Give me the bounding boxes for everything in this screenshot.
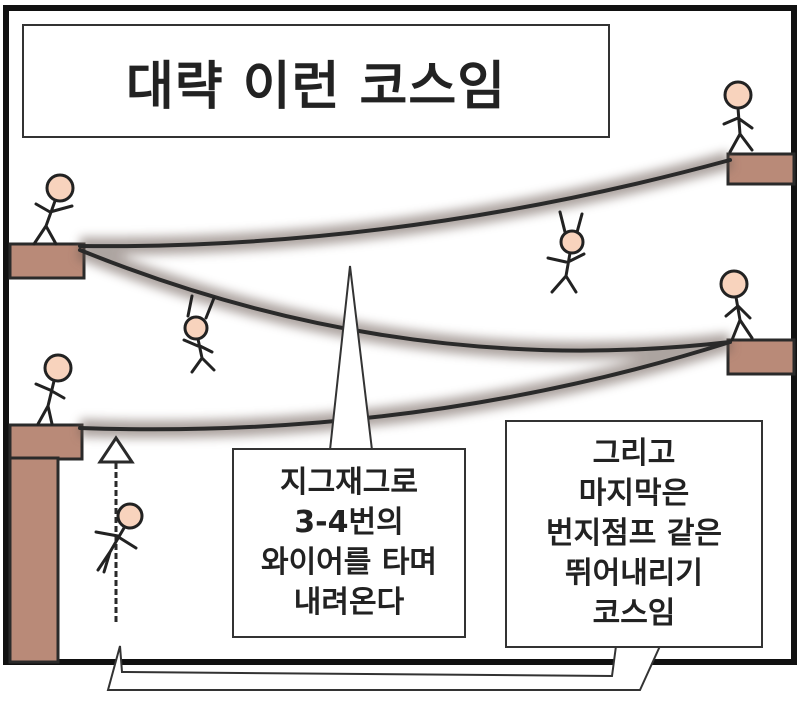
wire-1 [78, 158, 732, 249]
bubble-jump-line: 뛰어내리기 [565, 556, 703, 591]
figure-jumping [94, 502, 144, 574]
title-text: 대략 이런 코스임 [125, 56, 507, 117]
platforms [8, 152, 796, 664]
bubble-jump-line: 코스임 [592, 596, 676, 631]
bubble-zigzag-line: 지그재그로 [280, 465, 418, 500]
bubble-tails [106, 265, 662, 691]
speech-bubble-jump: 그리고 마지막은 번지점프 같은 뛰어내리기 코스임 [505, 420, 763, 648]
figure-mid-right [719, 269, 754, 342]
bubble-jump-line: 번지점프 같은 [545, 516, 723, 551]
stick-figures [32, 80, 754, 574]
wire-3 [78, 340, 732, 432]
jump-arrow [97, 435, 135, 622]
figure-hanging-left [182, 294, 216, 374]
speech-bubble-zigzag: 지그재그로 3-4번의 와이어를 타며 내려온다 [232, 448, 466, 638]
figure-bottom-left [34, 353, 73, 426]
figure-top-left [32, 173, 75, 246]
figure-top-right [722, 80, 754, 154]
bubble-zigzag-line: 와이어를 타며 [260, 545, 438, 580]
wire-2 [78, 248, 732, 353]
platform-top-left [8, 242, 86, 280]
bubble-zigzag-line: 3-4번의 [294, 505, 404, 540]
platform-bottom-left-ledge [8, 423, 84, 461]
bubble-zigzag-line: 내려온다 [293, 585, 405, 620]
platform-mid-right [726, 338, 796, 376]
title-caption: 대략 이런 코스임 [22, 24, 610, 138]
platform-bottom-left-tower [8, 456, 60, 664]
bubble-jump-line: 그리고 [592, 436, 676, 471]
wires [76, 151, 733, 439]
bubble-jump-line: 마지막은 [578, 476, 690, 511]
figure-hanging-right [546, 210, 586, 294]
platform-top-right [726, 152, 796, 186]
